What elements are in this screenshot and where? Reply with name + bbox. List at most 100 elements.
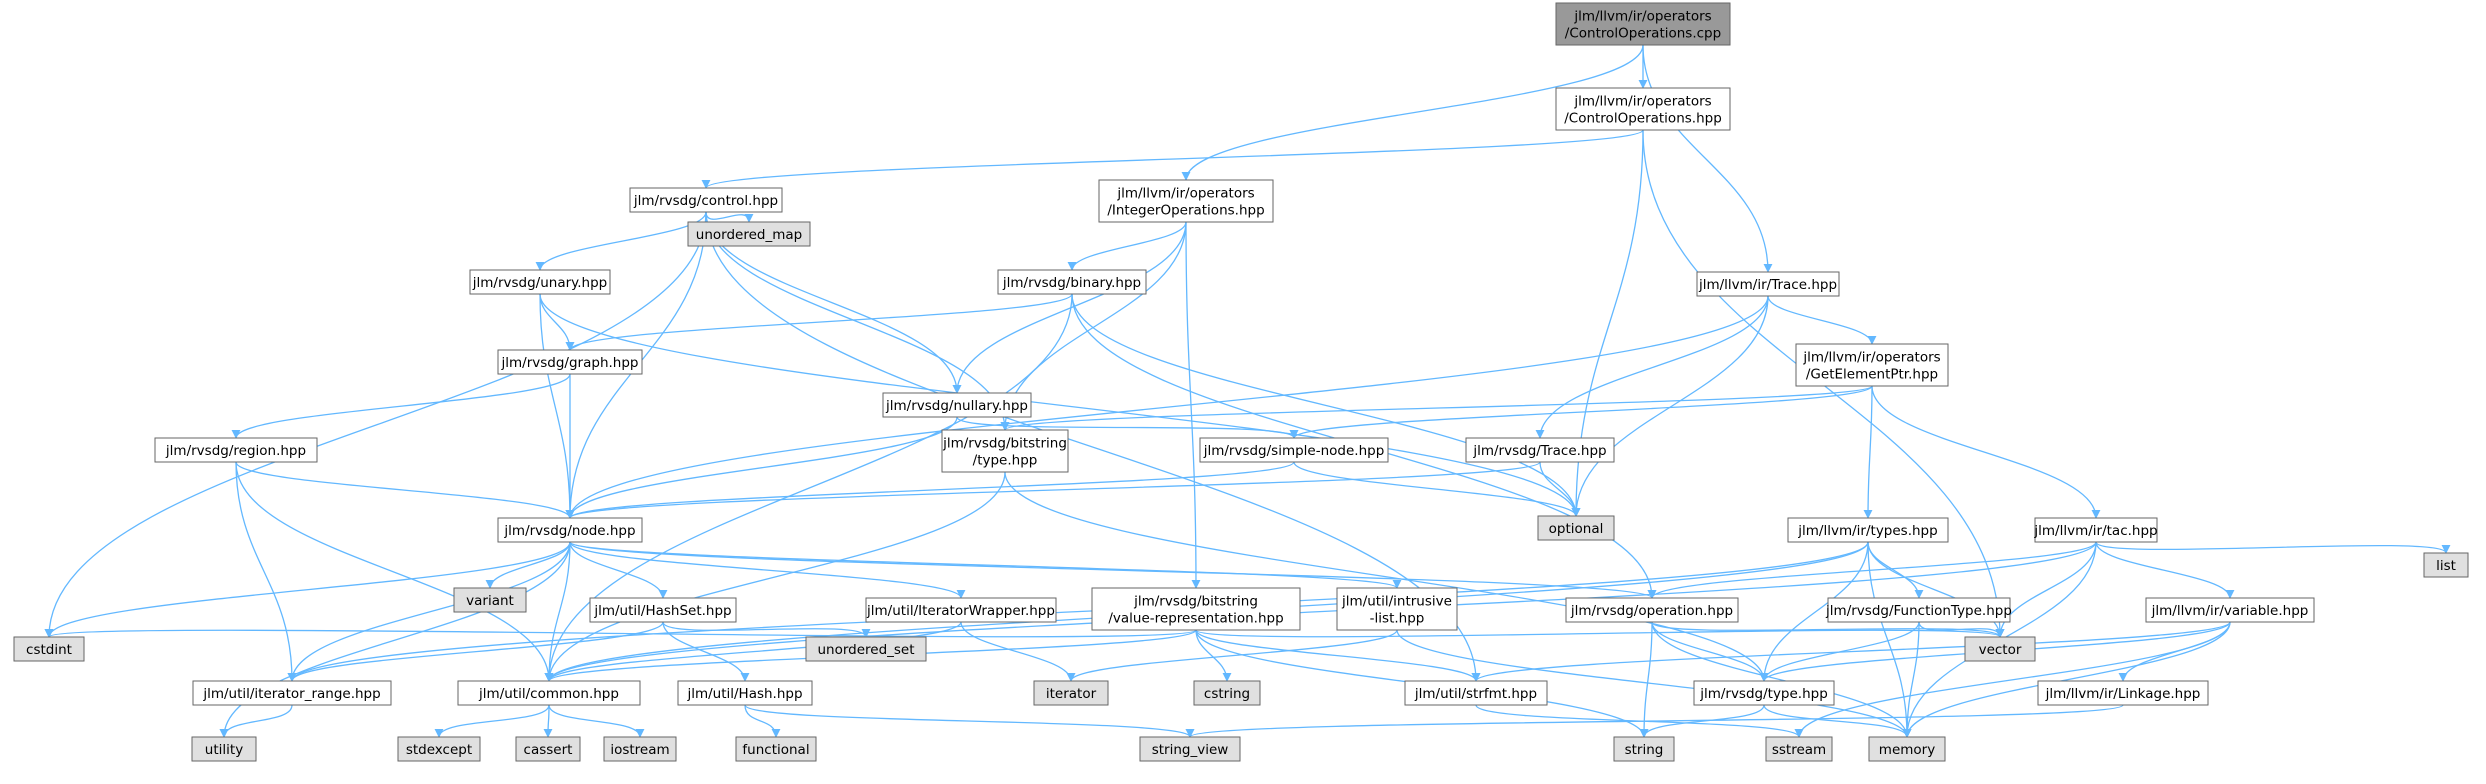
node-tac[interactable]: jlm/llvm/ir/tac.hpp: [2033, 517, 2158, 543]
node-intrusive[interactable]: jlm/util/intrusive-list.hpp: [1336, 587, 1458, 631]
include-edge-rtrace-to-optional: [1539, 461, 1581, 517]
include-edge-gep-to-tac: [1871, 385, 2101, 519]
node-label: jlm/llvm/ir/operators: [1802, 350, 1940, 366]
node-types[interactable]: jlm/llvm/ir/types.hpp: [1787, 517, 1949, 543]
include-edge-trace-to-node: [565, 295, 1769, 519]
include-edge-root-to-trace: [1642, 44, 1773, 273]
node-strfmt[interactable]: jlm/util/strfmt.hpp: [1404, 680, 1548, 706]
node-binary[interactable]: jlm/rvsdg/binary.hpp: [997, 269, 1147, 295]
node-iterrange[interactable]: jlm/util/iterator_range.hpp: [192, 680, 392, 706]
node-operation[interactable]: jlm/rvsdg/operation.hpp: [1565, 597, 1739, 623]
include-edge-iterwrap-to-iterator: [960, 621, 1076, 682]
node-intops[interactable]: jlm/llvm/ir/operators/IntegerOperations.…: [1098, 179, 1274, 223]
dependency-nodes: jlm/llvm/ir/operators/ControlOperations.…: [13, 2, 2469, 762]
include-edge-hash-to-functional: [744, 704, 781, 738]
node-label: -list.hpp: [1370, 611, 1425, 627]
node-unordered_set: unordered_set: [805, 636, 927, 662]
node-iterator: iterator: [1033, 680, 1109, 706]
node-box: [1765, 736, 1833, 762]
include-edge-node-to-hashset: [569, 541, 668, 599]
include-edge-rtrace-to-node: [565, 461, 1541, 519]
node-box: [2034, 517, 2158, 543]
node-rtrace[interactable]: jlm/rvsdg/Trace.hpp: [1465, 437, 1615, 463]
node-graph[interactable]: jlm/rvsdg/graph.hpp: [497, 349, 643, 375]
include-edge-types-to-vector: [1867, 541, 2005, 638]
include-edge-functype-to-vector: [1918, 621, 2005, 638]
node-box: [941, 429, 1069, 473]
node-simplenode[interactable]: jlm/rvsdg/simple-node.hpp: [1199, 437, 1389, 463]
node-bittype[interactable]: jlm/rvsdg/bitstring/type.hpp: [941, 429, 1069, 473]
node-ctrlops[interactable]: jlm/llvm/ir/operators/ControlOperations.…: [1555, 87, 1731, 131]
node-label: iterator: [1046, 686, 1097, 702]
node-control[interactable]: jlm/rvsdg/control.hpp: [629, 187, 783, 213]
node-box: [1555, 87, 1731, 131]
include-edge-intrusive-to-memory: [1396, 629, 1912, 738]
node-box: [1193, 680, 1261, 706]
node-nullary[interactable]: jlm/rvsdg/nullary.hpp: [882, 392, 1032, 418]
node-box: [1537, 515, 1615, 541]
node-iterwrap[interactable]: jlm/util/IteratorWrapper.hpp: [865, 597, 1057, 623]
include-edge-region-to-node: [235, 461, 575, 519]
node-gep[interactable]: jlm/llvm/ir/operators/GetElementPtr.hpp: [1795, 343, 1949, 387]
node-optional: optional: [1537, 515, 1615, 541]
node-cstdint: cstdint: [13, 636, 85, 662]
node-box: [589, 597, 737, 623]
node-cstring: cstring: [1193, 680, 1261, 706]
include-edge-rtype-to-memory: [1763, 704, 1912, 738]
node-node[interactable]: jlm/rvsdg/node.hpp: [497, 517, 643, 543]
include-edge-types-to-iterrange: [287, 541, 1869, 682]
node-root[interactable]: jlm/llvm/ir/operators/ControlOperations.…: [1555, 2, 1731, 46]
node-cassert: cassert: [515, 736, 581, 762]
node-label: jlm/rvsdg/bitstring: [1133, 594, 1258, 610]
include-edge-functype-to-memory: [1902, 621, 1920, 738]
node-label: string_view: [1152, 742, 1229, 758]
include-edge-ctrlops-to-control: [701, 129, 1644, 189]
node-label: /ControlOperations.hpp: [1564, 111, 1722, 127]
node-label: memory: [1879, 742, 1935, 758]
node-vector: vector: [1964, 636, 2036, 662]
node-label: jlm/llvm/ir/types.hpp: [1797, 523, 1937, 539]
node-utility: utility: [191, 736, 257, 762]
node-iostream: iostream: [603, 736, 677, 762]
node-label: /IntegerOperations.hpp: [1107, 203, 1264, 219]
include-edge-variable-to-sstream: [1794, 621, 2231, 738]
node-hashset[interactable]: jlm/util/HashSet.hpp: [589, 597, 737, 623]
node-box: [865, 597, 1057, 623]
include-edge-nullary-to-node: [565, 416, 958, 519]
include-edge-tac-to-operation: [1647, 541, 2097, 599]
include-edge-intrusive-to-iterator: [1066, 629, 1398, 682]
node-label: unordered_map: [696, 227, 802, 243]
include-edge-operation-to-string: [1639, 621, 1653, 738]
node-unary[interactable]: jlm/rvsdg/unary.hpp: [469, 269, 611, 295]
node-region[interactable]: jlm/rvsdg/region.hpp: [154, 437, 318, 463]
node-box: [1964, 636, 2036, 662]
node-variant: variant: [453, 587, 527, 613]
node-valrep[interactable]: jlm/rvsdg/bitstring/value-representation…: [1091, 587, 1301, 631]
node-variable[interactable]: jlm/llvm/ir/variable.hpp: [2145, 597, 2315, 623]
include-edge-tac-to-vector: [1995, 541, 2097, 638]
node-label: jlm/rvsdg/FunctionType.hpp: [1825, 603, 2012, 619]
node-box: [603, 736, 677, 762]
node-common[interactable]: jlm/util/common.hpp: [457, 680, 641, 706]
node-label: jlm/rvsdg/binary.hpp: [1002, 275, 1141, 291]
include-edge-tac-to-common: [544, 541, 2097, 682]
include-edge-control-to-unordered_map: [705, 211, 754, 223]
include-edge-control-to-unary: [535, 211, 707, 271]
node-linkage[interactable]: jlm/llvm/ir/Linkage.hpp: [2037, 680, 2209, 706]
node-label: jlm/llvm/ir/Linkage.hpp: [2045, 686, 2201, 702]
node-hash[interactable]: jlm/util/Hash.hpp: [677, 680, 813, 706]
node-box: [1795, 343, 1949, 387]
node-box: [2145, 597, 2315, 623]
node-label: jlm/util/HashSet.hpp: [593, 603, 731, 619]
node-rtype[interactable]: jlm/rvsdg/type.hpp: [1693, 680, 1835, 706]
node-functype[interactable]: jlm/rvsdg/FunctionType.hpp: [1825, 597, 2012, 623]
node-trace[interactable]: jlm/llvm/ir/Trace.hpp: [1696, 271, 1840, 297]
include-edge-bittype-to-common: [544, 471, 1006, 682]
node-stdexcept: stdexcept: [397, 736, 481, 762]
node-label: utility: [205, 742, 243, 758]
node-box: [2423, 552, 2469, 578]
node-label: jlm/util/IteratorWrapper.hpp: [866, 603, 1055, 619]
include-edge-tac-to-variable: [2095, 541, 2235, 599]
node-label: /GetElementPtr.hpp: [1806, 367, 1938, 383]
include-edge-unary-to-optional: [539, 293, 1581, 517]
